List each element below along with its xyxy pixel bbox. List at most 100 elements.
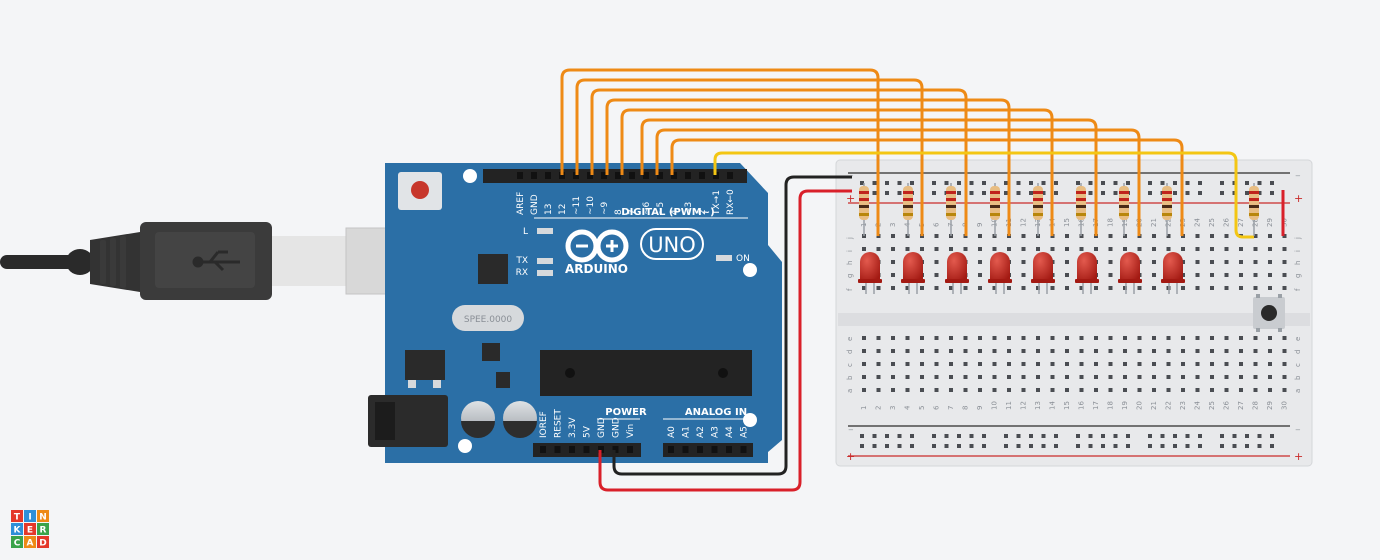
breadboard-hole[interactable] — [1270, 181, 1274, 185]
breadboard-hole[interactable] — [978, 349, 982, 353]
breadboard-hole[interactable] — [1123, 362, 1127, 366]
breadboard-hole[interactable] — [910, 181, 914, 185]
breadboard-hole[interactable] — [1007, 349, 1011, 353]
breadboard-hole[interactable] — [1079, 349, 1084, 353]
breadboard-hole[interactable] — [1036, 362, 1040, 366]
header-socket[interactable] — [727, 172, 733, 179]
breadboard-hole[interactable] — [992, 362, 997, 366]
breadboard-hole[interactable] — [1195, 349, 1200, 353]
wire-orange[interactable] — [640, 118, 1098, 236]
breadboard-hole[interactable] — [1195, 260, 1200, 264]
breadboard-hole[interactable] — [1282, 336, 1287, 340]
breadboard-hole[interactable] — [1126, 181, 1130, 185]
breadboard-hole[interactable] — [1239, 286, 1243, 290]
breadboard-hole[interactable] — [1224, 349, 1229, 353]
breadboard-hole[interactable] — [1181, 286, 1185, 290]
breadboard-hole[interactable] — [949, 362, 953, 366]
breadboard-hole[interactable] — [1257, 191, 1262, 195]
breadboard-hole[interactable] — [1137, 349, 1142, 353]
breadboard-hole[interactable] — [1239, 273, 1243, 277]
breadboard-hole[interactable] — [978, 273, 982, 277]
breadboard-hole[interactable] — [1065, 388, 1069, 392]
breadboard-hole[interactable] — [1029, 191, 1033, 195]
header-socket[interactable] — [598, 446, 604, 453]
breadboard-hole[interactable] — [1065, 349, 1069, 353]
breadboard-hole[interactable] — [897, 181, 902, 185]
breadboard-hole[interactable] — [934, 234, 939, 238]
breadboard-hole[interactable] — [1094, 349, 1098, 353]
breadboard-hole[interactable] — [910, 434, 914, 438]
power-header[interactable] — [533, 443, 641, 457]
breadboard-hole[interactable] — [1195, 286, 1200, 290]
breadboard-hole[interactable] — [1195, 273, 1200, 277]
resistor[interactable] — [946, 183, 956, 236]
breadboard-hole[interactable] — [1232, 444, 1237, 448]
breadboard-hole[interactable] — [1152, 286, 1156, 290]
breadboard-hole[interactable] — [1007, 388, 1011, 392]
breadboard-hole[interactable] — [891, 336, 895, 340]
breadboard-hole[interactable] — [963, 362, 968, 366]
breadboard-hole[interactable] — [1041, 181, 1046, 185]
breadboard-hole[interactable] — [992, 286, 997, 290]
breadboard-hole[interactable] — [891, 234, 895, 238]
breadboard-hole[interactable] — [891, 362, 895, 366]
breadboard-hole[interactable] — [1198, 434, 1202, 438]
breadboard-hole[interactable] — [1065, 362, 1069, 366]
breadboard-hole[interactable] — [1268, 234, 1272, 238]
breadboard-hole[interactable] — [949, 375, 953, 379]
digital-header[interactable] — [483, 169, 747, 183]
breadboard-hole[interactable] — [1245, 181, 1249, 185]
breadboard-hole[interactable] — [1185, 444, 1190, 448]
breadboard-hole[interactable] — [957, 434, 961, 438]
breadboard-hole[interactable] — [891, 247, 895, 251]
breadboard-hole[interactable] — [897, 434, 902, 438]
breadboard-hole[interactable] — [1050, 375, 1055, 379]
breadboard-hole[interactable] — [1270, 191, 1274, 195]
breadboard-hole[interactable] — [1094, 375, 1098, 379]
breadboard-hole[interactable] — [1079, 286, 1084, 290]
breadboard-hole[interactable] — [1148, 181, 1152, 185]
header-socket[interactable] — [699, 172, 705, 179]
breadboard-hole[interactable] — [1065, 375, 1069, 379]
header-socket[interactable] — [531, 172, 537, 179]
breadboard-hole[interactable] — [1160, 181, 1165, 185]
breadboard-hole[interactable] — [876, 375, 881, 379]
breadboard-hole[interactable] — [982, 191, 986, 195]
breadboard-hole[interactable] — [982, 444, 986, 448]
breadboard-hole[interactable] — [1181, 362, 1185, 366]
breadboard-hole[interactable] — [1101, 181, 1105, 185]
header-socket[interactable] — [643, 172, 649, 179]
breadboard-hole[interactable] — [1253, 260, 1258, 264]
breadboard-hole[interactable] — [1076, 444, 1080, 448]
breadboard-hole[interactable] — [1021, 260, 1026, 264]
breadboard-hole[interactable] — [1007, 247, 1011, 251]
breadboard-hole[interactable] — [969, 191, 974, 195]
breadboard-hole[interactable] — [1268, 273, 1272, 277]
breadboard-hole[interactable] — [934, 349, 939, 353]
breadboard-hole[interactable] — [1224, 286, 1229, 290]
breadboard-hole[interactable] — [1253, 336, 1258, 340]
breadboard-hole[interactable] — [1268, 375, 1272, 379]
breadboard-hole[interactable] — [1148, 191, 1152, 195]
breadboard-hole[interactable] — [1021, 375, 1026, 379]
breadboard-hole[interactable] — [1152, 362, 1156, 366]
breadboard-hole[interactable] — [1094, 362, 1098, 366]
resistor[interactable] — [990, 183, 1000, 236]
breadboard-hole[interactable] — [963, 247, 968, 251]
breadboard-hole[interactable] — [1198, 191, 1202, 195]
breadboard-hole[interactable] — [1220, 181, 1224, 185]
breadboard-hole[interactable] — [944, 181, 949, 185]
breadboard-hole[interactable] — [949, 286, 953, 290]
breadboard-hole[interactable] — [1137, 247, 1142, 251]
resistor[interactable] — [1162, 183, 1172, 236]
breadboard-hole[interactable] — [1245, 191, 1249, 195]
breadboard-hole[interactable] — [934, 336, 939, 340]
breadboard-hole[interactable] — [1195, 336, 1200, 340]
breadboard-hole[interactable] — [1137, 375, 1142, 379]
breadboard-hole[interactable] — [963, 286, 968, 290]
breadboard-hole[interactable] — [1108, 234, 1113, 238]
breadboard-hole[interactable] — [1220, 444, 1224, 448]
breadboard-hole[interactable] — [1166, 336, 1171, 340]
breadboard-hole[interactable] — [932, 444, 936, 448]
breadboard-hole[interactable] — [876, 286, 881, 290]
